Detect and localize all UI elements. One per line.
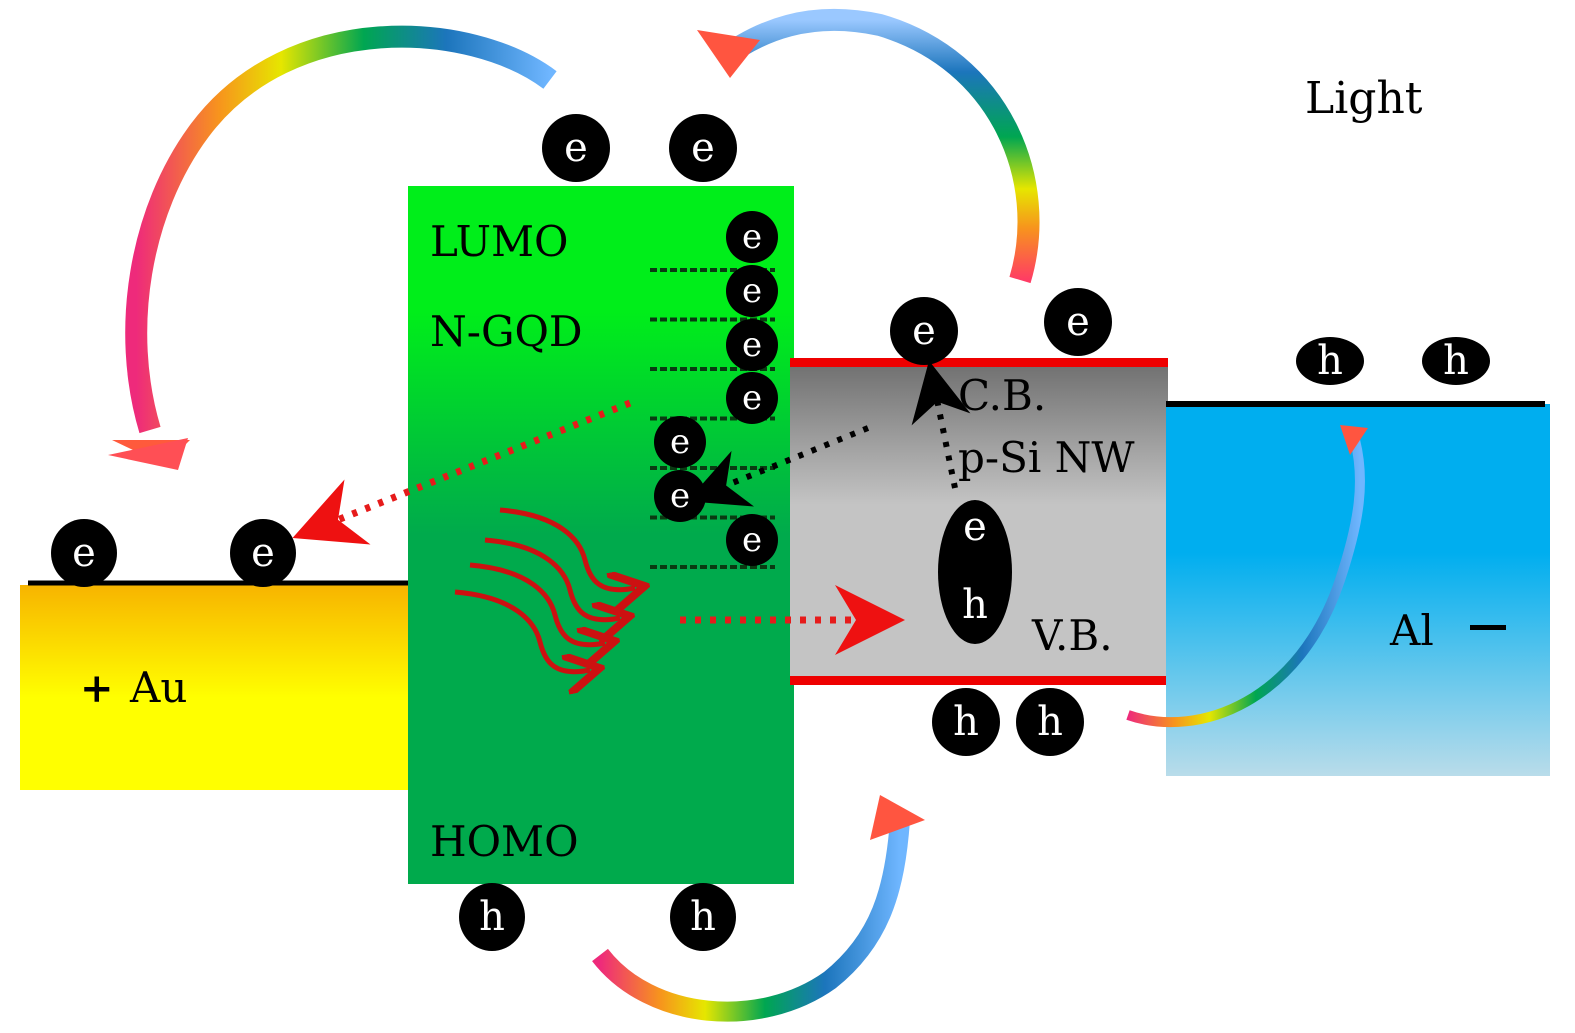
carrier-circle [726,514,778,566]
carrier-label: e [670,476,690,516]
electron: e [230,519,296,587]
carrier-circle [654,416,706,468]
p-si-nw-label: p-Si NW [958,433,1135,482]
electron: e [51,519,117,587]
au-sign: + [80,665,114,712]
carrier-label: h [479,894,505,940]
valence-band-edge [790,676,1168,685]
exciton-electron: e [963,504,987,550]
hole: h [932,688,1000,756]
conduction-band-edge [790,358,1168,367]
carrier-label: e [1066,299,1090,345]
electron: e [654,470,706,522]
carrier-label: e [564,125,588,171]
arc-arrow-gqd-to-si-head [870,795,925,840]
carrier-label: h [953,699,979,745]
exciton: e h [938,500,1012,644]
electron: e [726,319,778,371]
exciton-ellipse [938,500,1012,644]
arc-arrow-gqd-to-au-tip [108,438,188,470]
carrier-label: e [72,530,96,576]
carrier-circle [932,688,1000,756]
electron: e [1044,288,1112,356]
carrier-label: e [742,271,762,311]
au-block [20,585,412,790]
carrier-circle [1296,337,1364,385]
electron: e [654,416,706,468]
au-electrode: + Au [20,580,412,790]
carrier-circle [230,519,296,587]
exciton-hole: h [962,582,988,628]
carrier-circle [459,883,525,951]
hole: h [1016,688,1084,756]
al-sign [1470,625,1506,630]
carrier-label: h [1443,338,1469,384]
carrier-circle [51,519,117,587]
photon-arrow [484,537,620,620]
electron-excitation-arrow [911,360,971,489]
carrier-label: e [742,217,762,257]
carrier-label: h [1037,699,1063,745]
electron: e [726,372,778,424]
carrier-label: e [742,520,762,560]
arc-arrow-gqd-to-au [125,25,557,434]
al-label: Al [1389,606,1434,655]
electron: e [726,211,778,263]
photon-arrow [499,507,635,590]
carrier-circle [1016,688,1084,756]
photon-arrow [454,589,590,672]
carrier-circle [1044,288,1112,356]
carrier-label: e [670,422,690,462]
electron: e [726,265,778,317]
electron: e [890,297,958,365]
cb-label: C.B. [958,371,1046,420]
electron: e [669,114,737,182]
electron: e [542,114,610,182]
carrier-circle [890,297,958,365]
photon-arrows [454,507,635,672]
carrier-circle [726,211,778,263]
hole: h [1296,337,1364,385]
hole: h [1422,337,1490,385]
transfer-arrows [108,8,1368,1022]
arc-arrow-si-to-al-head [1340,425,1368,455]
hole: h [670,883,736,951]
carrier-label: h [690,894,716,940]
hole: h [459,883,525,951]
light-label: Light [1305,73,1423,124]
arc-arrow-si-to-gqd-head [697,30,760,78]
arc-arrow-gqd-to-si [592,819,910,1022]
lumo-label: LUMO [430,217,568,266]
arc-arrow-si-to-gqd [713,8,1040,284]
carrier-label: e [742,325,762,365]
carrier-label: e [691,125,715,171]
carrier-label: h [1317,338,1343,384]
carrier-circle [726,372,778,424]
photon-arrow [469,562,605,645]
dotted-flow-arrows [292,360,971,655]
carrier-circle [669,114,737,182]
carrier-label: e [912,308,936,354]
homo-label: HOMO [430,817,579,866]
carrier-circle [726,319,778,371]
carrier-circle [654,470,706,522]
arc-arrow-si-to-al [1126,438,1365,728]
vb-label: V.B. [1031,611,1113,660]
carrier-circle [542,114,610,182]
n-gqd-label: N-GQD [430,307,583,356]
au-label: Au [129,663,187,712]
carrier-label: e [251,530,275,576]
carrier-circle [1422,337,1490,385]
carrier-circle [726,265,778,317]
carrier-label: e [742,378,762,418]
electron: e [726,514,778,566]
carrier-circle [670,883,736,951]
